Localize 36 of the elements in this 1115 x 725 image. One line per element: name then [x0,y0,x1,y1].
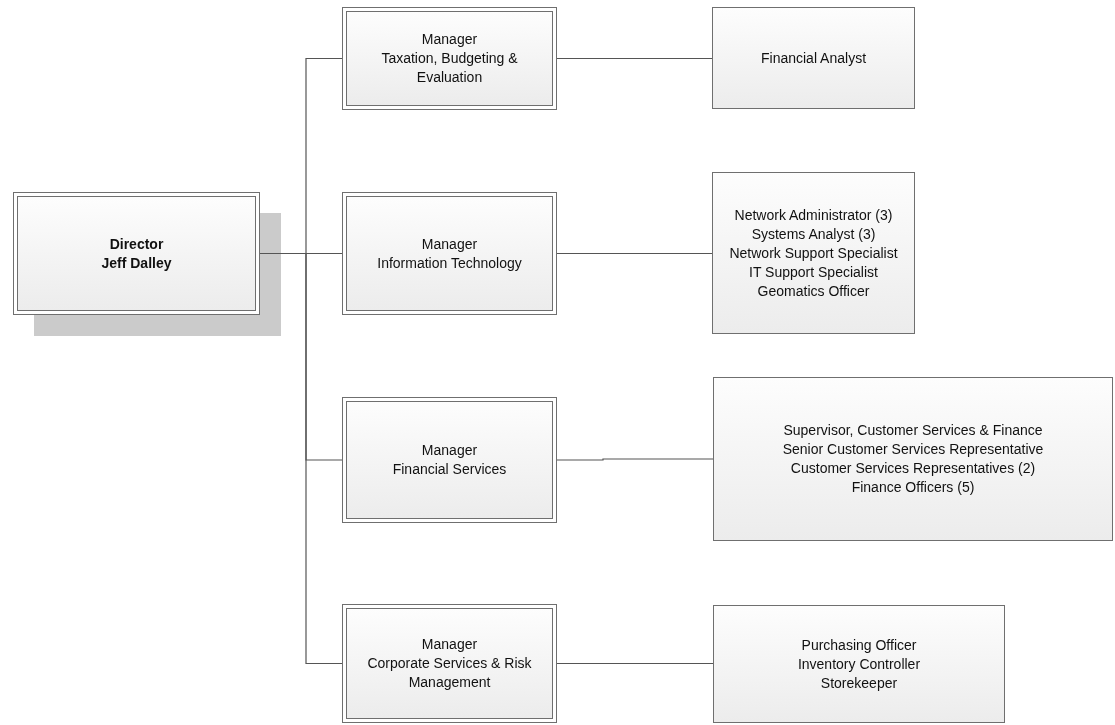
role-text: Corporate Services & Risk Management [366,654,533,692]
role-text: Financial Services [392,460,507,479]
role-text: Taxation, Budgeting & Evaluation [380,49,519,87]
staff-box [713,605,1005,723]
connector-line [556,252,713,255]
role-text: Customer Services Representatives (2) [790,459,1036,478]
staff-box [712,172,915,334]
role-text: Senior Customer Services Representative [782,440,1044,459]
role-title: Manager [421,635,478,654]
role-text: Network Administrator (3) [734,205,893,225]
manager-box [342,192,557,315]
manager-box [342,397,557,523]
manager-box [342,7,557,110]
role-text: Systems Analyst (3) [751,224,876,244]
role-title: Manager [421,441,478,460]
role-text: Inventory Controller [797,654,921,674]
role-text: Network Support Specialist [729,243,898,263]
role-title: Director [109,234,164,254]
connector-line [556,662,714,665]
role-text: Purchasing Officer [801,635,917,655]
role-title: Manager [421,30,478,49]
manager-box [13,192,260,315]
role-text: Finance Officers (5) [851,478,975,497]
role-text: Supervisor, Customer Services & Finance [783,421,1043,440]
staff-box [712,7,915,109]
manager-box [342,604,557,723]
role-text: Jeff Dalley [101,253,172,273]
role-text: IT Support Specialist [749,262,878,282]
role-text: Financial Analyst [760,48,867,68]
role-title: Manager [421,234,478,254]
connector-line [556,57,713,60]
connector-line [556,458,714,461]
role-text: Storekeeper [820,673,898,693]
staff-box [713,377,1113,541]
role-text: Geomatics Officer [757,281,870,301]
role-text: Information Technology [377,253,522,273]
